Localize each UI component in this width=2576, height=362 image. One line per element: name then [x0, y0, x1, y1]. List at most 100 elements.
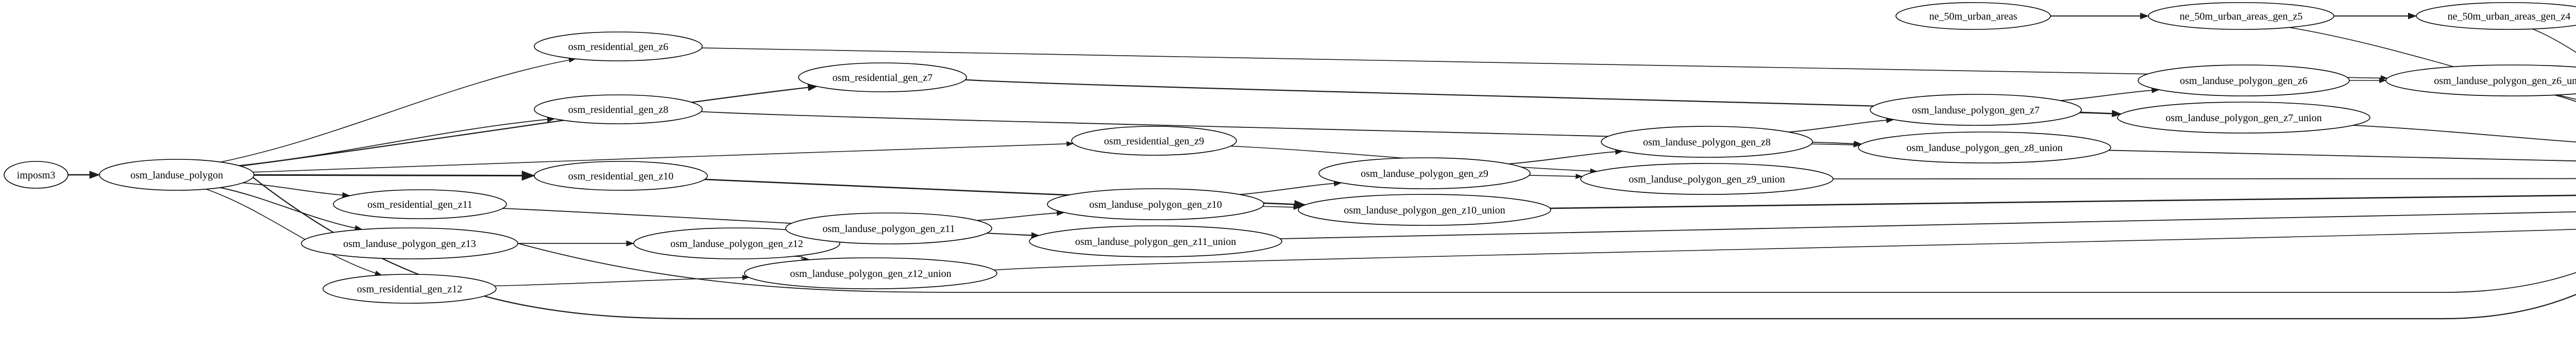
edge-osm_landuse_polygon_gen_z11-to-osm_landuse_polygon_gen_z10 — [977, 210, 1065, 221]
node-osm_landuse_polygon_gen_z9: osm_landuse_polygon_gen_z9 — [1318, 157, 1531, 189]
node-osm_residential_gen_z9: osm_residential_gen_z9 — [1071, 126, 1237, 156]
node-label-imposm3: imposm3 — [17, 170, 55, 181]
node-label-osm_residential_gen_z11: osm_residential_gen_z11 — [367, 199, 472, 210]
node-ellipse-osm_landuse_polygon_gen_z12_union — [744, 257, 997, 289]
node-osm_residential_gen_z11: osm_residential_gen_z11 — [333, 189, 507, 219]
node-ellipse-osm_landuse_polygon_gen_z10 — [1047, 188, 1264, 220]
node-label-osm_residential_gen_z9: osm_residential_gen_z9 — [1104, 136, 1204, 147]
node-osm_residential_gen_z7: osm_residential_gen_z7 — [798, 62, 967, 92]
node-osm_landuse_polygon_gen_z8: osm_landuse_polygon_gen_z8 — [1601, 126, 1813, 158]
node-ellipse-osm_landuse_polygon_gen_z9_union — [1580, 163, 1834, 195]
edge-osm_landuse_polygon-to-osm_residential_gen_z11 — [243, 182, 350, 199]
node-label-osm_landuse_polygon_gen_z6_union: osm_landuse_polygon_gen_z6_union — [2434, 75, 2576, 87]
node-osm_landuse_polygon_gen_z10_union: osm_landuse_polygon_gen_z10_union — [1298, 194, 1551, 226]
node-label-osm_residential_gen_z6: osm_residential_gen_z6 — [568, 41, 668, 53]
node-ellipse-osm_residential_gen_z11 — [333, 189, 507, 219]
node-label-osm_landuse_polygon_gen_z8_union: osm_landuse_polygon_gen_z8_union — [1906, 142, 2062, 154]
node-ellipse-osm_landuse_polygon_gen_z12 — [633, 227, 840, 259]
node-ellipse-osm_landuse_polygon_gen_z11_union — [1029, 225, 1282, 257]
node-ellipse-osm_landuse_polygon_gen_z6 — [2138, 64, 2350, 96]
node-osm_landuse_polygon_gen_z8_union: osm_landuse_polygon_gen_z8_union — [1858, 131, 2111, 163]
node-ellipse-osm_landuse_polygon_gen_z8_union — [1858, 131, 2111, 163]
node-label-osm_landuse_polygon_gen_z11: osm_landuse_polygon_gen_z11 — [822, 223, 955, 235]
node-label-ne_50m_urban_areas: ne_50m_urban_areas — [1929, 11, 2017, 22]
node-label-ne_50m_urban_areas_gen_z4: ne_50m_urban_areas_gen_z4 — [2448, 11, 2571, 22]
node-osm_landuse_polygon_gen_z12: osm_landuse_polygon_gen_z12 — [633, 227, 840, 259]
node-label-osm_residential_gen_z8: osm_residential_gen_z8 — [568, 104, 668, 116]
node-osm_residential_gen_z6: osm_residential_gen_z6 — [534, 31, 703, 61]
node-label-osm_landuse_polygon_gen_z13: osm_landuse_polygon_gen_z13 — [343, 238, 476, 250]
node-ellipse-osm_residential_gen_z12 — [323, 274, 497, 304]
node-label-osm_landuse_polygon_gen_z12: osm_landuse_polygon_gen_z12 — [670, 238, 803, 250]
edge-osm_landuse_polygon-to-layer_landuse-z14+ — [252, 177, 2576, 320]
node-ellipse-osm_residential_gen_z9 — [1071, 126, 1237, 156]
node-ellipse-osm_landuse_polygon — [99, 159, 255, 191]
edge-osm_landuse_polygon_gen_z7-to-osm_landuse_polygon_gen_z7_union — [2079, 111, 2122, 117]
node-label-osm_landuse_polygon_gen_z9_union: osm_landuse_polygon_gen_z9_union — [1629, 174, 1785, 185]
edge-osm_landuse_polygon_gen_z11-to-osm_landuse_polygon_gen_z11_union — [987, 233, 1039, 238]
node-ne_50m_urban_areas_gen_z4: ne_50m_urban_areas_gen_z4 — [2416, 2, 2576, 30]
node-ellipse-osm_residential_gen_z7 — [798, 62, 967, 92]
node-label-ne_50m_urban_areas_gen_z5: ne_50m_urban_areas_gen_z5 — [2180, 11, 2303, 22]
edge-osm_landuse_polygon-to-osm_residential_gen_z7 — [240, 84, 818, 167]
node-label-osm_landuse_polygon_gen_z9: osm_landuse_polygon_gen_z9 — [1361, 168, 1488, 179]
node-label-osm_landuse_polygon_gen_z7_union: osm_landuse_polygon_gen_z7_union — [2165, 112, 2321, 124]
node-osm_landuse_polygon: osm_landuse_polygon — [99, 159, 255, 191]
edge-osm_landuse_polygon_gen_z13-to-layer_landuse-z13 — [517, 242, 2576, 293]
node-ellipse-osm_landuse_polygon_gen_z9 — [1318, 157, 1531, 189]
node-label-osm_residential_gen_z10: osm_residential_gen_z10 — [568, 171, 673, 182]
edge-osm_landuse_polygon_gen_z10-to-osm_landuse_polygon_gen_z9 — [1240, 180, 1342, 195]
node-osm_landuse_polygon_gen_z6: osm_landuse_polygon_gen_z6 — [2138, 64, 2350, 96]
edge-osm_landuse_polygon_gen_z12-to-osm_landuse_polygon_gen_z12_union — [794, 256, 810, 262]
node-ellipse-imposm3 — [4, 161, 69, 189]
edge-osm_landuse_polygon_gen_z8-to-osm_landuse_polygon_gen_z7 — [1789, 117, 1894, 133]
node-ellipse-osm_landuse_polygon_gen_z7_union — [2117, 102, 2370, 134]
node-osm_residential_gen_z12: osm_residential_gen_z12 — [323, 274, 497, 304]
node-label-osm_landuse_polygon_gen_z12_union: osm_landuse_polygon_gen_z12_union — [790, 268, 951, 279]
node-osm_residential_gen_z10: osm_residential_gen_z10 — [534, 161, 708, 191]
node-label-osm_landuse_polygon: osm_landuse_polygon — [130, 170, 223, 181]
node-ellipse-ne_50m_urban_areas_gen_z4 — [2416, 2, 2576, 30]
node-ellipse-osm_landuse_polygon_gen_z11 — [785, 212, 992, 244]
edge-osm_landuse_polygon_gen_z10_union-to-layer_landuse-z10 — [1550, 195, 2576, 209]
node-osm_landuse_polygon_gen_z11: osm_landuse_polygon_gen_z11 — [785, 212, 992, 244]
node-imposm3: imposm3 — [4, 161, 69, 189]
node-label-osm_residential_gen_z7: osm_residential_gen_z7 — [833, 72, 933, 84]
node-osm_residential_gen_z8: osm_residential_gen_z8 — [534, 94, 703, 124]
edges-layer — [68, 12, 2576, 320]
node-ellipse-ne_50m_urban_areas — [1895, 2, 2051, 30]
node-ellipse-ne_50m_urban_areas_gen_z5 — [2148, 2, 2334, 30]
node-label-osm_landuse_polygon_gen_z6: osm_landuse_polygon_gen_z6 — [2180, 75, 2308, 87]
edge-osm_landuse_polygon_gen_z6_union-to-layer_landuse-z6 — [2554, 94, 2576, 102]
edge-osm_landuse_polygon_gen_z7-to-osm_landuse_polygon_gen_z6 — [2060, 87, 2160, 101]
node-label-osm_landuse_polygon_gen_z10: osm_landuse_polygon_gen_z10 — [1089, 199, 1222, 210]
edge-osm_landuse_polygon_gen_z9_union-to-layer_landuse-z9 — [1833, 178, 2576, 179]
node-osm_landuse_polygon_gen_z13: osm_landuse_polygon_gen_z13 — [301, 227, 518, 259]
edge-osm_landuse_polygon-to-osm_residential_gen_z8 — [239, 116, 555, 167]
edge-osm_landuse_polygon_gen_z8-to-osm_landuse_polygon_gen_z8_union — [1811, 142, 1861, 148]
node-label-osm_landuse_polygon_gen_z10_union: osm_landuse_polygon_gen_z10_union — [1344, 205, 1505, 216]
node-ellipse-osm_landuse_polygon_gen_z8 — [1601, 126, 1813, 158]
node-label-osm_landuse_polygon_gen_z7: osm_landuse_polygon_gen_z7 — [1912, 105, 2040, 116]
edge-ne_50m_urban_areas_gen_z4-to-layer_landuse-z4 — [2532, 28, 2576, 53]
node-label-osm_landuse_polygon_gen_z11_union: osm_landuse_polygon_gen_z11_union — [1075, 236, 1236, 248]
edge-osm_landuse_polygon_gen_z12_union-to-layer_landuse-z12 — [994, 228, 2576, 271]
node-osm_landuse_polygon_gen_z9_union: osm_landuse_polygon_gen_z9_union — [1580, 163, 1834, 195]
node-ellipse-osm_residential_gen_z8 — [534, 94, 703, 124]
node-ellipse-osm_landuse_polygon_gen_z7 — [1870, 94, 2082, 126]
node-osm_landuse_polygon_gen_z7_union: osm_landuse_polygon_gen_z7_union — [2117, 102, 2370, 134]
node-ellipse-osm_landuse_polygon_gen_z10_union — [1298, 194, 1551, 226]
node-osm_landuse_polygon_gen_z10: osm_landuse_polygon_gen_z10 — [1047, 188, 1264, 220]
edge-osm_landuse_polygon-to-osm_landuse_polygon_gen_z13 — [220, 187, 363, 232]
node-ellipse-osm_residential_gen_z10 — [534, 161, 708, 191]
edge-osm_landuse_polygon_gen_z9-to-osm_landuse_polygon_gen_z8 — [1509, 149, 1623, 164]
node-ellipse-osm_landuse_polygon_gen_z6_union — [2385, 64, 2576, 96]
edge-osm_landuse_polygon-to-osm_residential_gen_z6 — [220, 57, 576, 163]
edge-osm_landuse_polygon-to-osm_residential_gen_z12 — [206, 189, 382, 276]
node-ellipse-osm_landuse_polygon_gen_z13 — [301, 227, 518, 259]
nodes-layer: imposm3 osm_landuse_polygon osm_residentia… — [4, 2, 2576, 304]
node-osm_landuse_polygon_gen_z11_union: osm_landuse_polygon_gen_z11_union — [1029, 225, 1282, 257]
node-ne_50m_urban_areas: ne_50m_urban_areas — [1895, 2, 2051, 30]
